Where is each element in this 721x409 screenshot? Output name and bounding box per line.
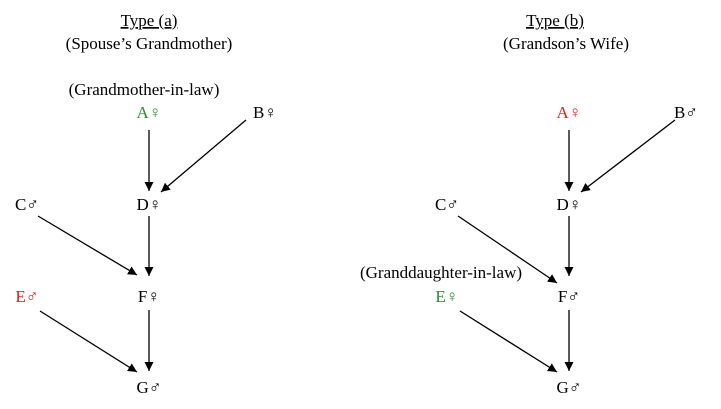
panel-a-node-A: A♀: [136, 103, 161, 122]
edge-a-B-D: [160, 119, 247, 193]
panel-a-node-B: B♀: [253, 103, 277, 122]
edge-b-E-G: [459, 310, 558, 373]
panel-a-annotation: (Grandmother-in-law): [69, 80, 220, 99]
panel-b-node-E: E♀: [435, 287, 458, 306]
panel-b-title: Type (b): [526, 11, 584, 30]
panel-b-annotation: (Granddaughter-in-law): [360, 263, 522, 282]
panel-b-node-B: B♂: [674, 103, 698, 122]
panel-a-node-D: D♀: [136, 195, 161, 214]
panel-b-node-G: G♂: [556, 378, 581, 397]
edge-a-E-G: [39, 310, 138, 373]
panel-b-edges: [457, 119, 676, 373]
edge-b-B-D: [580, 119, 676, 193]
panel-b-node-D: D♀: [556, 195, 581, 214]
panel-a-node-F: F♀: [138, 287, 160, 306]
edge-b-C-F: [457, 215, 558, 284]
panel-b-node-C: C♂: [435, 195, 459, 214]
panel-a-subtitle: (Spouse’s Grandmother): [66, 34, 233, 53]
edge-a-C-F: [37, 215, 138, 276]
panel-a-title: Type (a): [121, 11, 178, 30]
panel-a: Type (a) (Spouse’s Grandmother) (Grandmo…: [15, 11, 277, 397]
panel-a-edges: [37, 119, 247, 373]
panel-b: Type (b) (Grandson’s Wife) (Granddaughte…: [360, 11, 698, 397]
panel-a-node-G: G♂: [136, 378, 161, 397]
panel-b-subtitle: (Grandson’s Wife): [503, 34, 629, 53]
panel-b-node-F: F♂: [558, 287, 580, 306]
panel-a-node-C: C♂: [15, 195, 39, 214]
panel-b-node-A: A♀: [556, 103, 581, 122]
panel-a-node-E: E♂: [15, 287, 38, 306]
